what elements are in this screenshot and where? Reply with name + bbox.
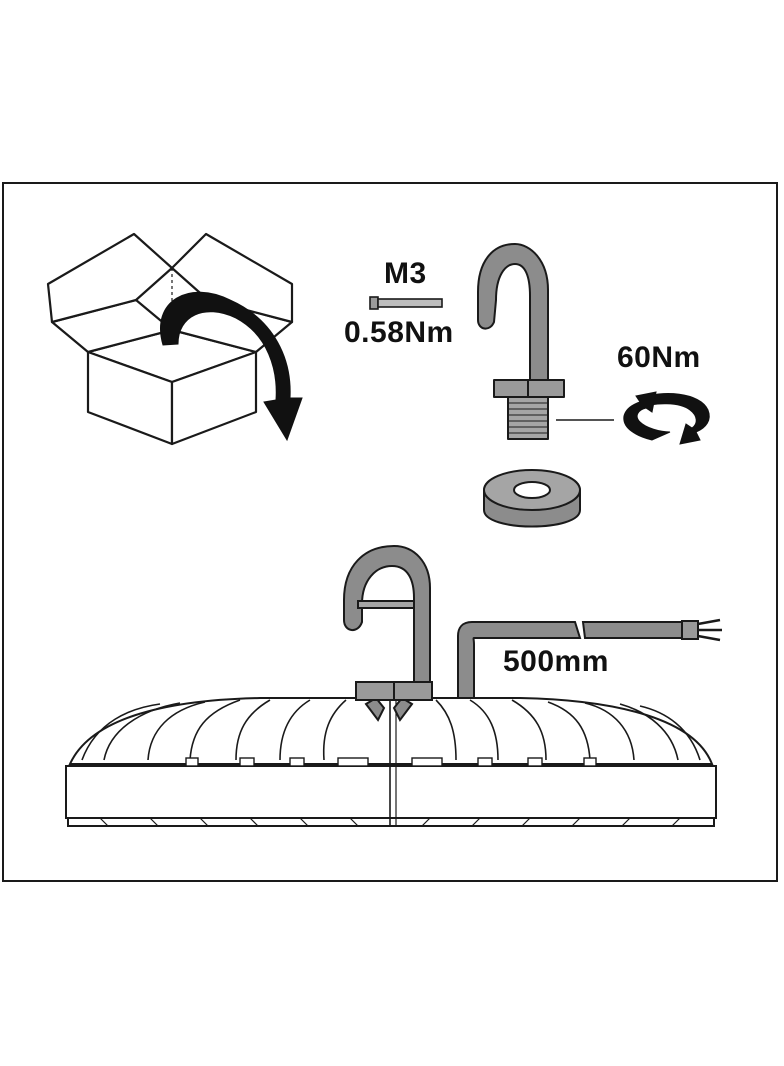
screw-icon [369,296,443,310]
highbay-luminaire-icon [65,544,722,827]
rotate-arrow-icon [160,291,303,442]
hook-torque-label: 60Nm [617,341,701,374]
cable-icon [457,618,722,701]
cable-length-label: 500mm [503,645,609,678]
torque-rotation-icon [623,391,710,445]
box-icon [46,232,294,446]
hook-icon [477,243,614,440]
screw-size-label: M3 [384,257,427,290]
washer-icon [483,469,581,528]
screw-torque-label: 0.58Nm [344,316,454,349]
